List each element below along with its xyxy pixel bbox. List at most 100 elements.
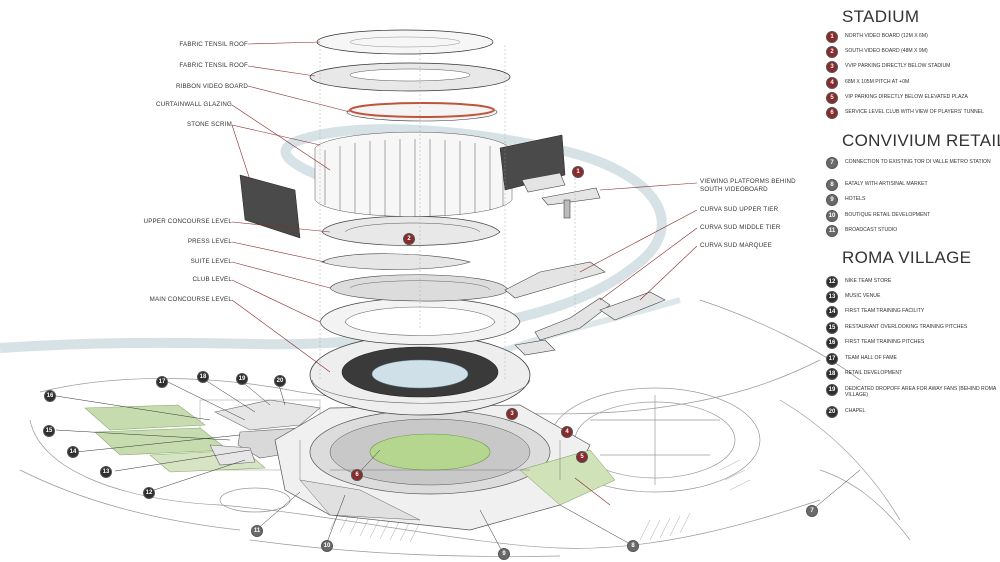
callout-curva-sud-upper: CURVA SUD UPPER TIER: [700, 206, 779, 213]
marker-8: 8: [627, 540, 639, 552]
main-concourse-bowl: [309, 334, 531, 416]
marker-16: 16: [44, 390, 56, 402]
legend-marker-2: 2: [826, 46, 838, 58]
legend-text-12: NIKE TEAM STORE: [845, 277, 892, 284]
legend-item-13: 13 MUSIC VENUE: [826, 291, 998, 303]
marker-18: 18: [197, 371, 209, 383]
legend-marker-3: 3: [826, 61, 838, 73]
legend-marker-5: 5: [826, 92, 838, 104]
marker-15: 15: [43, 425, 55, 437]
legend-marker-7: 7: [826, 157, 838, 169]
river-ribbon: [0, 124, 667, 353]
marker-6: 6: [351, 469, 363, 481]
legend-marker-20: 20: [826, 406, 838, 418]
marker-10: 10: [321, 540, 333, 552]
callout-viewing-platforms-line2: SOUTH VIDEOBOARD: [700, 186, 768, 193]
legend-text-20: CHAPEL: [845, 407, 866, 414]
legend-item-5: 5 VIP PARKING DIRECTLY BELOW ELEVATED PLA…: [826, 92, 998, 104]
legend-text-19: DEDICATED DROPOFF AREA FOR AWAY FANS (BE…: [845, 385, 997, 399]
legend-text-2: SOUTH VIDEO BOARD (48m x 9m): [845, 47, 928, 54]
legend-item-7: 7 CONNECTION TO EXISTING TOR DI VALLE MET…: [826, 157, 998, 169]
legend-text-6: SERVICE LEVEL CLUB WITH VIEW OF PLAYERS'…: [845, 108, 984, 115]
legend-item-8: 8 EATALY WITH ARTISINAL MARKET: [826, 179, 998, 191]
legend-item-3: 3 VVIP PARKING DIRECTLY BELOW STADIUM: [826, 61, 998, 73]
legend-marker-11: 11: [826, 225, 838, 237]
callout-curva-sud-middle: CURVA SUD MIDDLE TIER: [700, 224, 781, 231]
legend-marker-6: 6: [826, 107, 838, 119]
legend-text-5: VIP PARKING DIRECTLY BELOW ELEVATED PLAZ…: [845, 93, 968, 100]
marker-20: 20: [274, 375, 286, 387]
callout-stone-scrim: STONE SCRIM: [186, 121, 232, 128]
legend-item-11: 11 BROADCAST STUDIO: [826, 225, 998, 237]
legend-text-10: BOUTIQUE RETAIL DEVELOPMENT: [845, 211, 931, 218]
legend-marker-15: 15: [826, 322, 838, 334]
marker-4: 4: [561, 426, 573, 438]
legend-text-13: MUSIC VENUE: [845, 292, 881, 299]
press-level-ring: [321, 253, 472, 270]
legend-text-8: EATALY WITH ARTISINAL MARKET: [845, 180, 928, 187]
legend-marker-10: 10: [826, 210, 838, 222]
suite-level-ring: [329, 274, 509, 302]
legend-marker-9: 9: [826, 194, 838, 206]
legend-text-15: RESTAURANT OVERLOOKING TRAINING PITCHES: [845, 323, 968, 330]
legend-text-14: FIRST TEAM TRAINING FACILITY: [845, 307, 925, 314]
legend-marker-16: 16: [826, 337, 838, 349]
legend-item-20: 20 CHAPEL: [826, 406, 998, 418]
legend-marker-8: 8: [826, 179, 838, 191]
marker-5: 5: [576, 451, 588, 463]
parking-rows: [329, 459, 751, 543]
legend-marker-13: 13: [826, 291, 838, 303]
marker-11: 11: [251, 525, 263, 537]
legend-text-17: TEAM HALL OF FAME: [845, 354, 897, 361]
legend-marker-4: 4: [826, 77, 838, 89]
callout-ribbon-video-board: RIBBON VIDEO BOARD: [175, 83, 248, 90]
fabric-roof-upper: [316, 29, 494, 55]
legend-text-9: HOTELS: [845, 195, 866, 202]
stone-scrim-drum: [314, 131, 513, 217]
legend-item-19: 19 DEDICATED DROPOFF AREA FOR AWAY FANS (…: [826, 384, 998, 399]
fabric-roof-lower: [309, 62, 511, 92]
legend-text-7: CONNECTION TO EXISTING TOR DI VALLE METR…: [845, 158, 991, 165]
callout-suite-level: SUITE LEVEL: [190, 258, 232, 265]
viewing-platforms: [521, 172, 601, 219]
marker-12: 12: [143, 487, 155, 499]
legend-marker-18: 18: [826, 368, 838, 380]
marker-19: 19: [236, 373, 248, 385]
leader-lines: [231, 41, 698, 506]
marker-3: 3: [506, 408, 518, 420]
legend-item-10: 10 BOUTIQUE RETAIL DEVELOPMENT: [826, 210, 998, 222]
marker-17: 17: [156, 376, 168, 388]
number-leaders: [55, 377, 861, 554]
stadium-base: [274, 404, 616, 531]
marker-7: 7: [806, 505, 818, 517]
callout-press-level: PRESS LEVEL: [187, 238, 232, 245]
callout-fabric-tensil-roof-1: FABRIC TENSIL ROOF: [179, 41, 248, 48]
legend-text-4: 68m x 105m PITCH AT +0m: [845, 78, 910, 85]
callout-curtainwall-glazing: CURTAINWALL GLAZING: [156, 101, 232, 108]
legend-marker-1: 1: [826, 31, 838, 43]
curva-sud-tiers: [504, 261, 666, 356]
callout-main-concourse-level: MAIN CONCOURSE LEVEL: [149, 296, 232, 303]
legend-marker-19: 19: [826, 384, 838, 396]
marker-1: 1: [572, 166, 584, 178]
legend-text-11: BROADCAST STUDIO: [845, 226, 898, 233]
callout-viewing-platforms: VIEWING PLATFORMS BEHIND: [700, 178, 796, 185]
callout-curva-sud-marquee: CURVA SUD MARQUEE: [700, 242, 772, 249]
upper-concourse-ring: [321, 215, 501, 246]
legend-text-3: VVIP PARKING DIRECTLY BELOW STADIUM: [845, 62, 951, 69]
marker-2: 2: [403, 233, 415, 245]
legend-item-18: 18 RETAIL DEVELOPMENT: [826, 368, 998, 380]
ribbon-video-board: [346, 102, 498, 122]
legend-text-18: RETAIL DEVELOPMENT: [845, 369, 903, 376]
marker-14: 14: [67, 446, 79, 458]
legend-item-15: 15 RESTAURANT OVERLOOKING TRAINING PITCHE…: [826, 322, 998, 334]
legend-title-stadium: STADIUM: [842, 7, 920, 26]
callout-fabric-tensil-roof-2: FABRIC TENSIL ROOF: [179, 62, 248, 69]
callout-club-level: CLUB LEVEL: [192, 276, 232, 283]
